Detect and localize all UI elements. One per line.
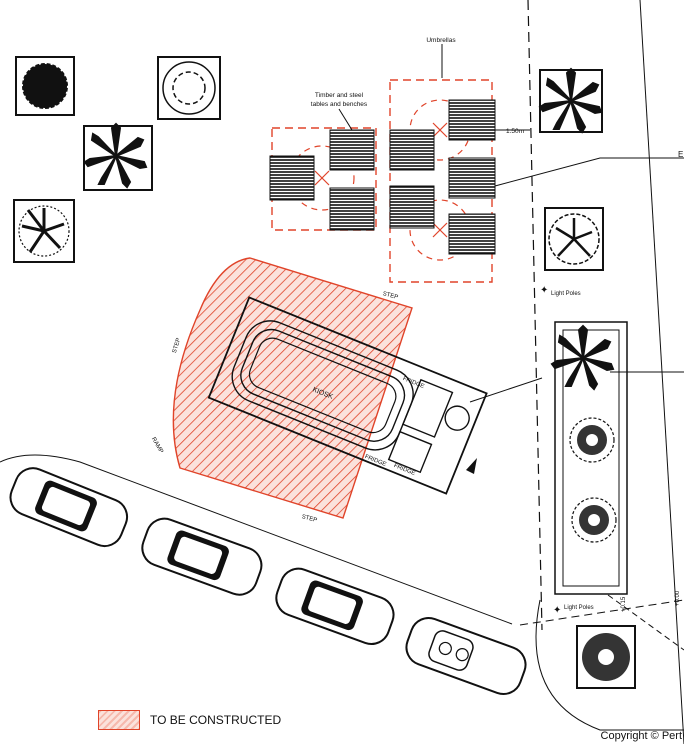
parked-car-1 <box>9 467 129 548</box>
bench <box>269 155 315 201</box>
bench <box>389 129 435 171</box>
tree-planter-5 <box>539 68 603 133</box>
light-poles-label-top: Light Poles <box>551 291 581 297</box>
parked-car-4 <box>405 616 527 696</box>
edge-label: E <box>678 150 683 159</box>
tree-planter-4 <box>13 199 75 263</box>
bench <box>329 187 375 231</box>
tree-planter-1 <box>15 56 75 116</box>
tree-planter-6 <box>544 207 604 271</box>
level-label-1: +0.15 <box>621 596 627 612</box>
bench <box>448 99 496 141</box>
copyright-text: Copyright © Pert <box>600 730 682 742</box>
bench <box>448 213 496 255</box>
step-label-bottom: STEP <box>301 514 318 524</box>
ramp-label: RAMP <box>150 436 164 454</box>
tree-planter-2 <box>157 56 221 120</box>
entry-arrow <box>466 458 477 474</box>
bench <box>329 129 375 171</box>
boundary-dashed-line <box>527 0 543 631</box>
bench <box>389 185 435 229</box>
step-label-top: STEP <box>382 291 399 301</box>
timber-label-line2: tables and benches <box>311 101 368 108</box>
timber-label-line1: Timber and steel <box>315 92 364 99</box>
svg-text:✦: ✦ <box>540 285 548 296</box>
level-label-2: +0.00 <box>675 590 681 606</box>
legend: TO BE CONSTRUCTED <box>98 710 281 730</box>
parked-car-2 <box>141 517 263 596</box>
kiosk-platform: KIOSK FRIDGE FRIDGE FRIDGE STEP STEP STE… <box>150 257 488 524</box>
svg-text:✦: ✦ <box>553 605 561 616</box>
long-planter <box>551 321 628 595</box>
road-kerb <box>0 454 513 625</box>
umbrellas-label: Umbrellas <box>426 37 456 44</box>
step-label-left: STEP <box>172 337 183 354</box>
fridge-label-1: FRIDGE <box>402 376 425 390</box>
legend-swatch <box>98 710 140 730</box>
parked-car-3 <box>275 567 395 646</box>
corner-kerb <box>535 599 684 731</box>
bench <box>448 157 496 199</box>
tree-planter-7 <box>576 625 636 689</box>
light-poles-label-bottom: Light Poles <box>564 605 594 611</box>
dimension-label: 1.50m <box>506 128 524 135</box>
seating-area <box>269 79 496 283</box>
legend-label: TO BE CONSTRUCTED <box>150 713 282 727</box>
tree-planter-3 <box>83 123 153 191</box>
